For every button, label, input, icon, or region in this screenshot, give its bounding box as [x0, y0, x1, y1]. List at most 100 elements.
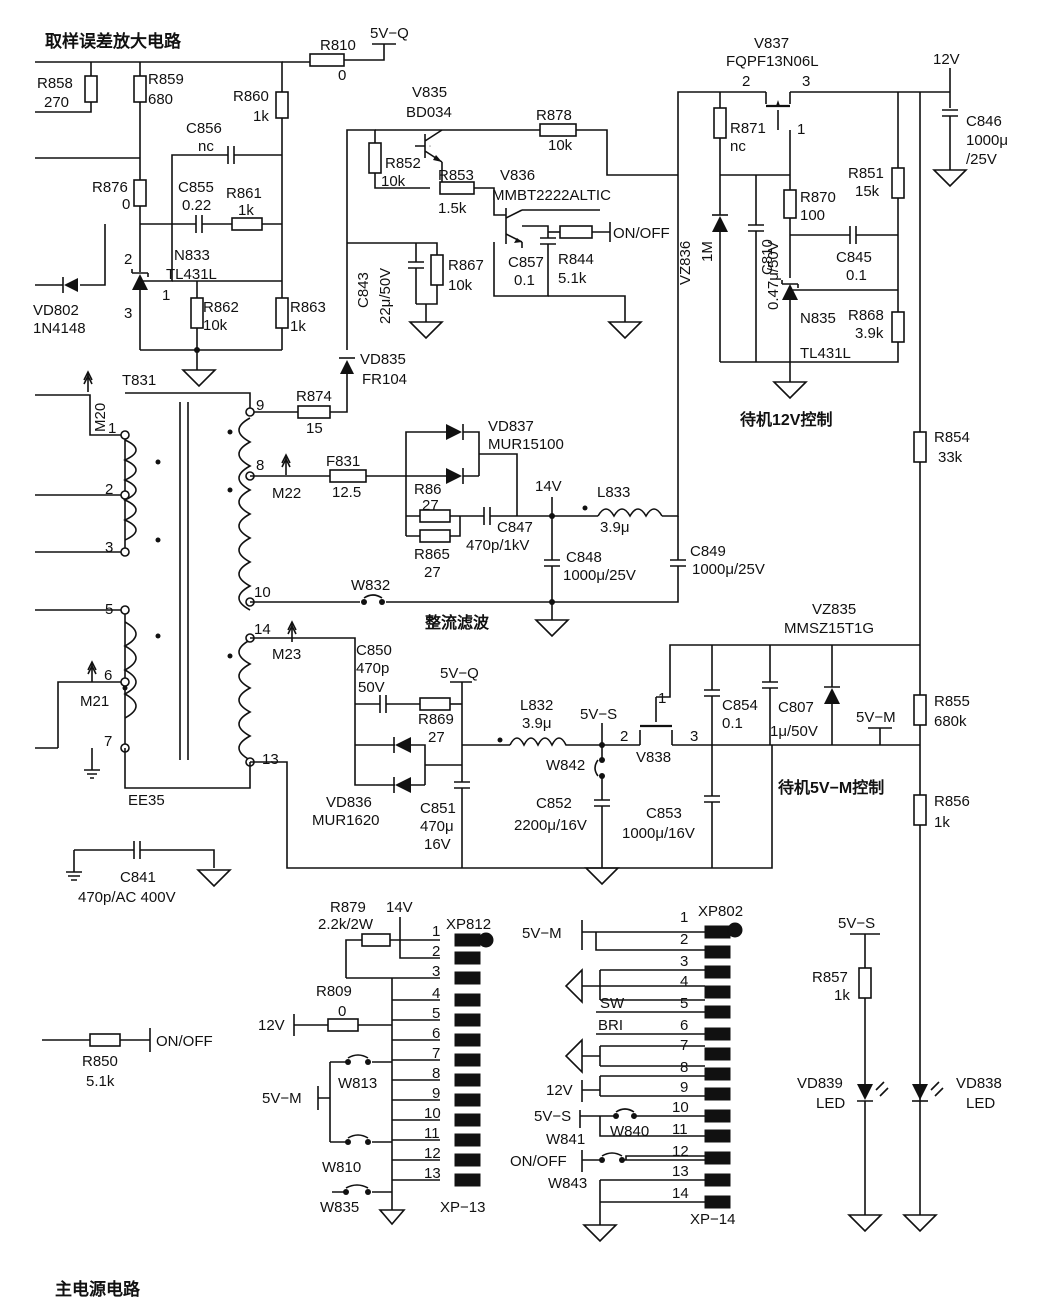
c843-ref: C843: [355, 272, 372, 308]
marker-m20: M20: [92, 403, 109, 432]
r810-val: 0: [338, 67, 346, 84]
c850-val2: 50V: [358, 679, 385, 696]
r871-val: nc: [730, 138, 746, 155]
marker-m21: M21: [80, 693, 109, 710]
r856-ref: R856: [934, 793, 970, 810]
r861-ref: R861: [226, 185, 262, 202]
r853-val: 1.5k: [438, 200, 467, 217]
n833-val: TL431L: [166, 266, 217, 283]
vd838-ref: VD838: [956, 1075, 1002, 1092]
v838-ref: V838: [636, 749, 671, 766]
c841-val: 470p/AC 400V: [78, 889, 176, 906]
l833-val: 3.9μ: [600, 519, 630, 536]
r844-val: 5.1k: [558, 270, 587, 287]
vz835-val: MMSZ15T1G: [784, 620, 874, 637]
r860-ref: R860: [233, 88, 269, 105]
r865-ref: R865: [414, 546, 450, 563]
c856-val: nc: [198, 138, 214, 155]
xp812-pin12: 12: [424, 1145, 441, 1162]
w843-ref: W843: [548, 1175, 587, 1192]
c851-val2: 16V: [424, 836, 451, 853]
c851-val: 470μ: [420, 818, 454, 835]
xp802-type: XP−14: [690, 1211, 735, 1228]
c845-ref: C845: [836, 249, 872, 266]
w841-ref: W841: [546, 1131, 585, 1148]
xp812-pin11: 11: [424, 1125, 440, 1142]
title-rectify: 整流滤波: [424, 613, 490, 632]
xp802-pin13: 13: [672, 1163, 689, 1180]
vd838-val: LED: [966, 1095, 995, 1112]
t831-pin1: 1: [108, 420, 116, 437]
xp802-ref: XP802: [698, 903, 743, 920]
r868-val: 3.9k: [855, 325, 884, 342]
r862-ref: R862: [203, 299, 239, 316]
n835-val: TL431L: [800, 345, 851, 362]
t831-pin5: 5: [105, 601, 113, 618]
r854-ref: R854: [934, 429, 970, 446]
standby-12v-control: V837 FQPF13N06L 2 3 1 R871 nc VZ836 1M C…: [677, 35, 1008, 1215]
vd835-val: FR104: [362, 371, 407, 388]
c855-val: 0.22: [182, 197, 211, 214]
xp802-pin11: 11: [672, 1121, 688, 1138]
xp802-pin6: 6: [680, 1017, 688, 1034]
r865-val: 27: [424, 564, 441, 581]
xp802-bri: BRI: [598, 1017, 623, 1034]
r869-val: 27: [428, 729, 445, 746]
xp802-onoff: ON/OFF: [510, 1153, 567, 1170]
v838-pin3: 3: [690, 728, 698, 745]
r844-ref: R844: [558, 251, 594, 268]
xp802-pin10: 10: [672, 1099, 689, 1116]
r861-val: 1k: [238, 202, 254, 219]
t831-pin14: 14: [254, 621, 271, 638]
v837-pin1: 1: [797, 121, 805, 138]
rail-5vs-led: 5V−S: [838, 915, 875, 932]
l833-ref: L833: [597, 484, 630, 501]
connector-xp802: XP802 5V−M SW BRI 12V 5V−S W840 W841 ON/…: [510, 903, 743, 1243]
rail-12v-top: 12V: [933, 51, 960, 68]
w810-ref: W810: [322, 1159, 361, 1176]
r854-val: 33k: [938, 449, 963, 466]
v835-val: BD034: [406, 104, 452, 121]
r876-val: 0: [122, 196, 130, 213]
connector-xp812: R879 2.2k/2W 14V XP812 1 2 3 4 5 6 7 8 9…: [258, 899, 494, 1226]
xp812-pin9: 9: [432, 1085, 440, 1102]
xp812-pin6: 6: [432, 1025, 440, 1042]
rail-5vm-xp802: 5V−M: [522, 925, 562, 942]
t831-pin6: 6: [104, 667, 112, 684]
c852-ref: C852: [536, 795, 572, 812]
xp802-sw: SW: [600, 995, 625, 1012]
c848-val: 1000μ/25V: [563, 567, 636, 584]
r870-val: 100: [800, 207, 825, 224]
vd836-val: MUR1620: [312, 812, 380, 829]
c847-ref: C847: [497, 519, 533, 536]
xp802-pin9: 9: [680, 1079, 688, 1096]
title-standby5m: 待机5V−M控制: [778, 778, 884, 797]
t831-pin8: 8: [256, 457, 264, 474]
w842-ref: W842: [546, 757, 585, 774]
r874-val: 15: [306, 420, 323, 437]
r867-val: 10k: [448, 277, 473, 294]
f831-val: 12.5: [332, 484, 361, 501]
xp802-pin1: 1: [680, 909, 688, 926]
xp812-pin3: 3: [432, 963, 440, 980]
r859-ref: R859: [148, 71, 184, 88]
r879-val: 2.2k/2W: [318, 916, 374, 933]
rail-14v-conn: 14V: [386, 899, 413, 916]
r878-val: 10k: [548, 137, 573, 154]
r850-ref: R850: [82, 1053, 118, 1070]
v836-ref: V836: [500, 167, 535, 184]
r810-ref: R810: [320, 37, 356, 54]
vd837-ref: VD837: [488, 418, 534, 435]
rail-5vm-mid: 5V−M: [856, 709, 896, 726]
v838-pin2: 2: [620, 728, 628, 745]
r86-ref: R86: [414, 481, 442, 498]
t831-core: EE35: [128, 792, 165, 809]
xp812-pin7: 7: [432, 1045, 440, 1062]
r855-val: 680k: [934, 713, 967, 730]
r859-val: 680: [148, 91, 173, 108]
xp812-pin5: 5: [432, 1005, 440, 1022]
t831-pin13: 13: [262, 751, 279, 768]
r860-val: 1k: [253, 108, 269, 125]
marker-m22: M22: [272, 485, 301, 502]
rectifier-5v: M23 C850 470p 50V R869 27 VD836 MUR1620 …: [250, 601, 970, 886]
